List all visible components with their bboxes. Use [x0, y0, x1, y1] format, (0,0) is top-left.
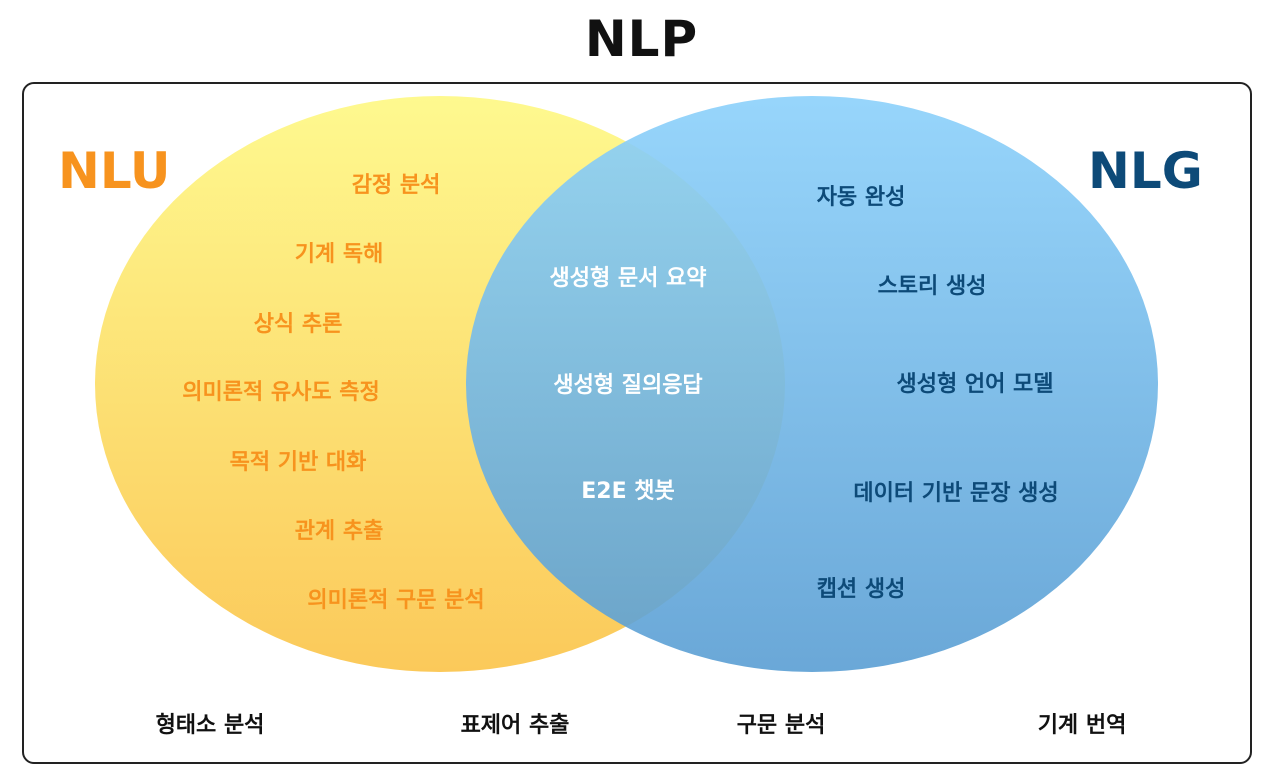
diagram-title: NLP: [584, 10, 699, 68]
nlg-circle: [466, 96, 1158, 672]
nlu-item: 감정 분석: [351, 173, 441, 198]
nlu-item: 의미론적 유사도 측정: [182, 380, 380, 405]
nlu-item: 목적 기반 대화: [229, 450, 367, 475]
nlu-item: 의미론적 구문 분석: [307, 588, 485, 613]
nlg-label: NLG: [1088, 142, 1203, 200]
bottom-item: 형태소 분석: [155, 713, 265, 738]
nlg-item: 생성형 언어 모델: [896, 372, 1054, 397]
bottom-item: 표제어 추출: [460, 713, 570, 738]
nlg-item: 자동 완성: [816, 185, 906, 210]
overlap-item: 생성형 질의응답: [553, 373, 703, 398]
nlg-item: 스토리 생성: [877, 274, 987, 299]
nlu-label: NLU: [58, 142, 171, 200]
nlu-item: 관계 추출: [294, 519, 384, 544]
bottom-item: 기계 번역: [1037, 713, 1127, 738]
bottom-item: 구문 분석: [736, 713, 826, 738]
nlg-item: 데이터 기반 문장 생성: [853, 481, 1059, 506]
nlg-item: 캡션 생성: [816, 577, 906, 602]
overlap-item: E2E 챗봇: [581, 479, 675, 504]
nlu-item: 상식 추론: [253, 312, 343, 337]
overlap-item: 생성형 문서 요약: [549, 266, 707, 291]
nlu-item: 기계 독해: [294, 242, 384, 267]
nlp-frame: [22, 82, 1252, 764]
